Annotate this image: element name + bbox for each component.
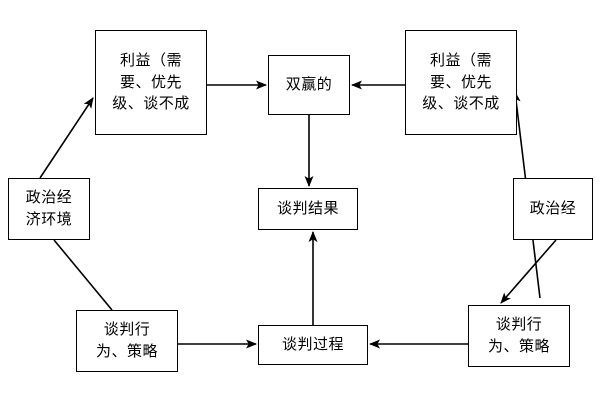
node-negotiation-process[interactable]: 谈判过程 [258,325,368,365]
edge-env-left-to-interests-left [39,97,94,179]
node-text-line: 谈判过程 [281,335,344,354]
node-text-line: 要、优先 [119,72,182,91]
node-text-line: 谈判行 [495,315,543,334]
edge-env-right-to-behavior-right [500,239,557,304]
node-winwin[interactable]: 双赢的 [268,55,350,115]
node-text-line: 双赢的 [285,75,333,94]
node-text-line: 级、谈不成 [422,94,500,113]
node-text-line: 为、策略 [95,342,158,360]
node-text-line: 为、策略 [487,337,550,355]
node-text-line: 谈判结果 [276,199,339,218]
node-text-line: 利益（需 [119,50,182,69]
node-interests-left[interactable]: 利益（需 要、优先 级、谈不成 [95,30,207,135]
node-text-line: 级、谈不成 [112,94,190,113]
node-text-line: 济环境 [25,210,73,228]
node-text-line: 政治经 [25,188,73,207]
node-negotiation-outcome[interactable]: 谈判结果 [258,188,358,230]
node-text-line: 利益（需 [429,50,492,69]
node-environment-left[interactable]: 政治经 济环境 [8,178,90,240]
node-text-line: 要、优先 [429,72,492,91]
node-environment-right[interactable]: 政治经 [513,178,593,240]
node-text-line: 政治经 [529,199,577,218]
node-behavior-right[interactable]: 谈判行 为、策略 [468,305,570,367]
node-behavior-left[interactable]: 谈判行 为、策略 [76,310,178,372]
node-text-line: 谈判行 [103,320,151,339]
node-interests-right[interactable]: 利益（需 要、优先 级、谈不成 [405,30,517,135]
edge-env-left-to-behavior-left [53,239,113,311]
